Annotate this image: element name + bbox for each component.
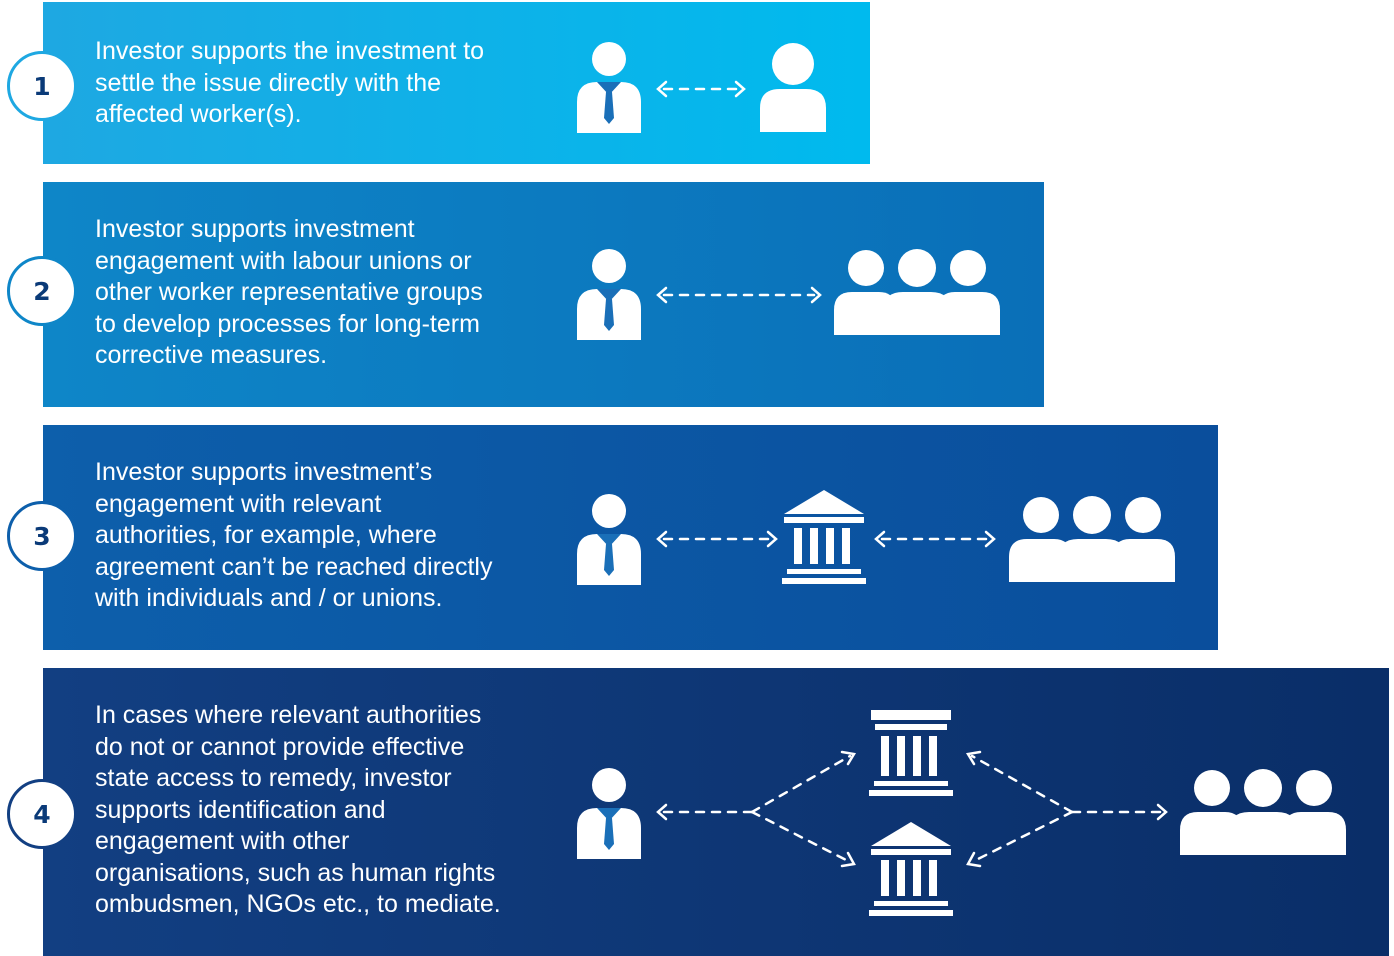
step-3-text: Investor supports investment’s engagemen… [95, 458, 493, 612]
step-3-band: Investor supports investment’s engagemen… [43, 425, 1218, 650]
step-4-text: In cases where relevant authorities do n… [95, 701, 501, 918]
step-1-text: Investor supports the investment to sett… [95, 37, 485, 128]
step-4-band: In cases where relevant authorities do n… [43, 668, 1389, 956]
step-2-text: Investor supports investment engagement … [95, 215, 483, 369]
step-3-number: 3 [7, 501, 77, 571]
step-4-number: 4 [7, 779, 77, 849]
step-2-band: Investor supports investment engagement … [43, 182, 1044, 407]
step-1-number: 1 [7, 51, 77, 121]
step-1-band: Investor supports the investment to sett… [43, 2, 870, 164]
step-2-number: 2 [7, 256, 77, 326]
